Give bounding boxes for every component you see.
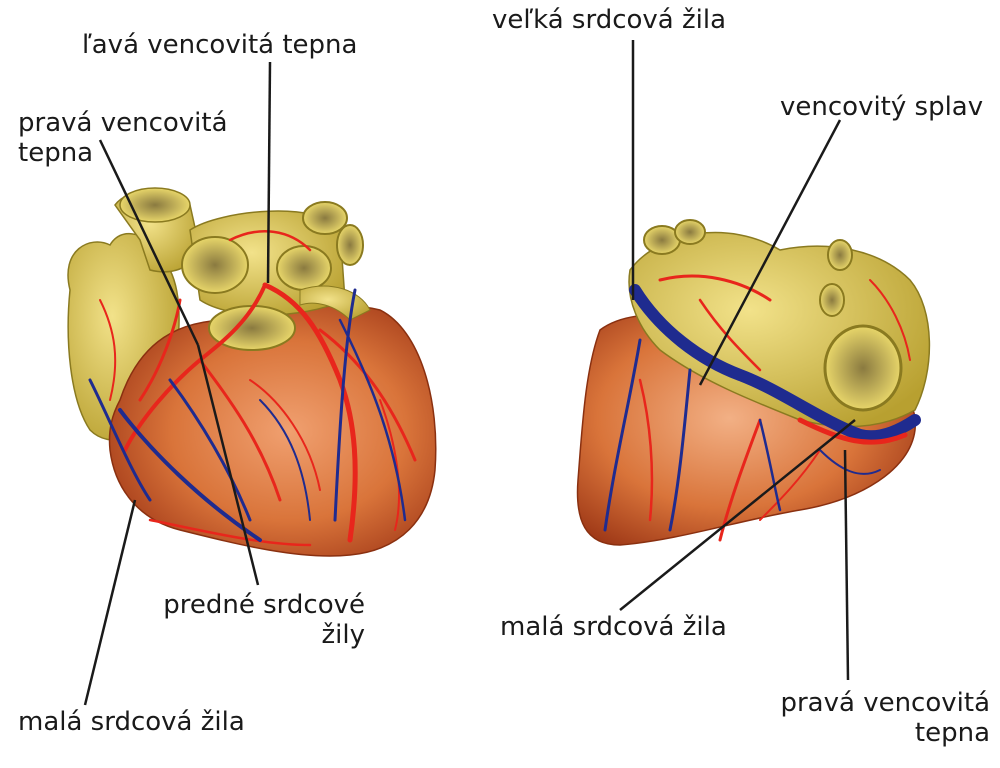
leader-right-coronary-artery-1 [98,139,200,346]
label-left-coronary-artery: ľavá vencovitá tepna [82,30,358,60]
leader-right-coronary-artery-1b [196,344,260,586]
veins-anterior [88,288,407,542]
coronary-sinus-band [629,284,921,443]
label-coronary-sinus: vencovitý splav [780,92,984,122]
heart-posterior-view [576,219,931,546]
arteries-posterior [638,274,911,542]
label-anterior-cardiac-veins: predné srdcové žily [163,590,365,650]
arteries-anterior [99,230,417,547]
label-right-coronary-artery-posterior: pravá vencovitá tepna [780,688,990,748]
label-great-cardiac-vein: veľká srdcová žila [492,5,727,35]
label-right-coronary-artery-anterior: pravá vencovitá tepna [18,108,228,168]
veins-posterior [603,338,881,532]
label-small-cardiac-vein-posterior: malá srdcová žila [500,612,727,642]
heart-anterior-view [67,187,437,557]
label-small-cardiac-vein-anterior: malá srdcová žila [18,707,245,737]
leader-small-cardiac-vein-2 [619,419,856,611]
leader-coronary-sinus [698,119,842,386]
leader-left-coronary-artery [266,61,272,284]
leader-lines [83,40,856,706]
leader-right-coronary-artery-2 [843,449,850,681]
leader-small-cardiac-vein-1 [83,499,137,706]
